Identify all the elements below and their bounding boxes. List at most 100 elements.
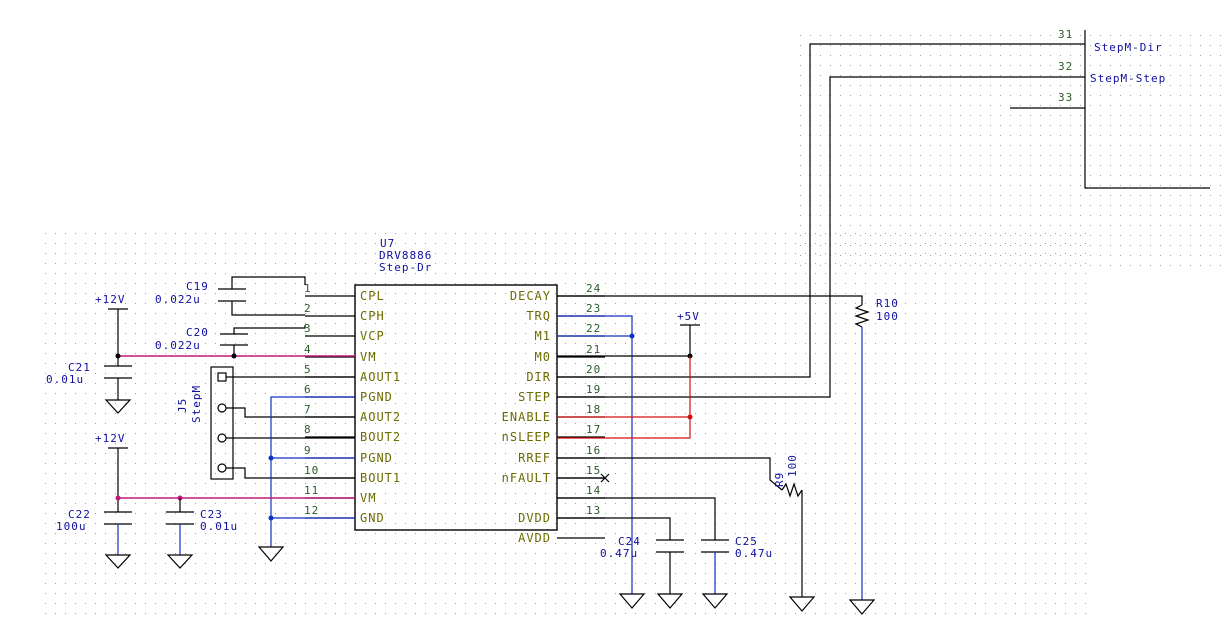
ic-pin-name: nFAULT [502, 471, 551, 485]
ic-pin-number: 17 [586, 423, 601, 436]
pgnd-net [257, 396, 355, 562]
ground-icon [788, 596, 816, 612]
trq-m1-net [557, 315, 646, 609]
ic-pin-name: BOUT2 [360, 430, 401, 444]
capacitor-c19: C19 0.022u [155, 276, 306, 316]
ic-pin-number: 9 [304, 444, 312, 457]
ic-pin-name: CPL [360, 289, 385, 303]
r9-value: 100 [786, 454, 799, 477]
ic-pin-name: GND [360, 511, 385, 525]
v5-net: +5V [557, 310, 700, 439]
resistor-r10: R10 100 [557, 295, 899, 615]
ic-pin-name: STEP [518, 390, 551, 404]
c22-value: 100u [56, 520, 87, 533]
c23-ref: C23 [200, 508, 223, 521]
ic-pin-number: 19 [586, 383, 601, 396]
c21-value: 0.01u [46, 373, 84, 386]
ground-icon [104, 554, 132, 569]
ic-pin-name: CPH [360, 309, 385, 323]
ground-icon [257, 546, 285, 562]
ic-pin-name: BOUT1 [360, 471, 401, 485]
r9-ref: R9 [773, 472, 786, 487]
ic-pin-number: 11 [304, 484, 319, 497]
connector-pin-number: 32 [1058, 60, 1073, 73]
ic-pin-number: 8 [304, 423, 312, 436]
ic-body [354, 284, 558, 531]
connector-pin-number: 31 [1058, 28, 1073, 41]
ground-icon [618, 593, 646, 609]
ground-icon [701, 593, 729, 609]
c25-value: 0.47u [735, 547, 773, 560]
c24-ref: C24 [618, 535, 641, 548]
connector-pin-number: 33 [1058, 91, 1073, 104]
capacitor-c20: C20 0.022u [155, 325, 306, 356]
capacitor-c24: C24 0.47u [557, 517, 684, 609]
ground-icon [656, 593, 684, 609]
capacitor-c25: C25 0.47u [557, 497, 773, 609]
ic-pin-name: nSLEEP [502, 430, 551, 444]
c19-value: 0.022u [155, 293, 201, 306]
ic-pin-number: 12 [304, 504, 319, 517]
vm-top-net: +12V C21 0.01u [46, 293, 355, 414]
connector-block: 31 32 33 StepM-Dir StepM-Step [1010, 28, 1210, 189]
ground-icon [104, 399, 132, 414]
c24-value: 0.47u [600, 547, 638, 560]
ic-pin-name: M1 [535, 329, 551, 343]
ic-pin-name: PGND [360, 390, 393, 404]
ic-pin-number: 4 [304, 343, 312, 356]
c22-ref: C22 [68, 508, 91, 521]
j5-ref: J5 [176, 398, 189, 413]
ic-pin-name: VM [360, 350, 376, 364]
v12-bottom-label: +12V [95, 432, 126, 445]
ic-pin-number: 14 [586, 484, 601, 497]
ic-pin-number: 24 [586, 282, 601, 295]
ic-pin-name: AVDD [518, 531, 551, 545]
ic-pin-number: 7 [304, 403, 312, 416]
r10-value: 100 [876, 310, 899, 323]
ic-pin-number: 1 [304, 282, 312, 295]
dir-step-wires [557, 43, 1062, 398]
c19-ref: C19 [186, 280, 209, 293]
ic-pin-number: 5 [304, 363, 312, 376]
ic-pin-number: 13 [586, 504, 601, 517]
ic-pin-number: 3 [304, 322, 312, 335]
ic-pin-name: DIR [526, 370, 551, 384]
ic-pin-number: 21 [586, 343, 601, 356]
ic-pin-name: DECAY [510, 289, 551, 303]
ic-pin-number: 10 [304, 464, 319, 477]
ic-pin-name: TRQ [526, 309, 551, 323]
vm-bottom-net: +12V C22 100u C23 0.01u [56, 432, 355, 569]
c20-ref: C20 [186, 326, 209, 339]
connector-j5: J5 StepM [176, 366, 355, 480]
ic-pin-name: PGND [360, 451, 393, 465]
ic-pin-name: VM [360, 491, 376, 505]
ic-ref: U7 [380, 237, 395, 250]
ic-pin-number: 20 [586, 363, 601, 376]
ic-pin-number: 6 [304, 383, 312, 396]
ic-pin-name: DVDD [518, 511, 551, 525]
ic-pin-number: 2 [304, 302, 312, 315]
grid-dots [45, 35, 1221, 614]
ic-pin-number: 16 [586, 444, 601, 457]
v12-top-label: +12V [95, 293, 126, 306]
ic-value: DRV8886 [379, 249, 432, 262]
ic-pin-name: AOUT1 [360, 370, 401, 384]
c21-ref: C21 [68, 361, 91, 374]
ic-pin-name: ENABLE [502, 410, 551, 424]
ic-pin-number: 15 [586, 464, 601, 477]
ic-footprint: Step-Dr [379, 261, 432, 274]
c23-value: 0.01u [200, 520, 238, 533]
nfault-no-connect [557, 473, 610, 483]
ic-pin-name: VCP [360, 329, 385, 343]
connector-net-label: StepM-Step [1090, 72, 1166, 85]
r10-ref: R10 [876, 297, 899, 310]
v5-label: +5V [677, 310, 700, 323]
ic-pin-name: RREF [518, 451, 551, 465]
ground-icon [848, 599, 876, 615]
ic-pin-number: 18 [586, 403, 601, 416]
j5-value: StepM [190, 385, 203, 423]
c25-ref: C25 [735, 535, 758, 548]
ground-icon [166, 554, 194, 569]
